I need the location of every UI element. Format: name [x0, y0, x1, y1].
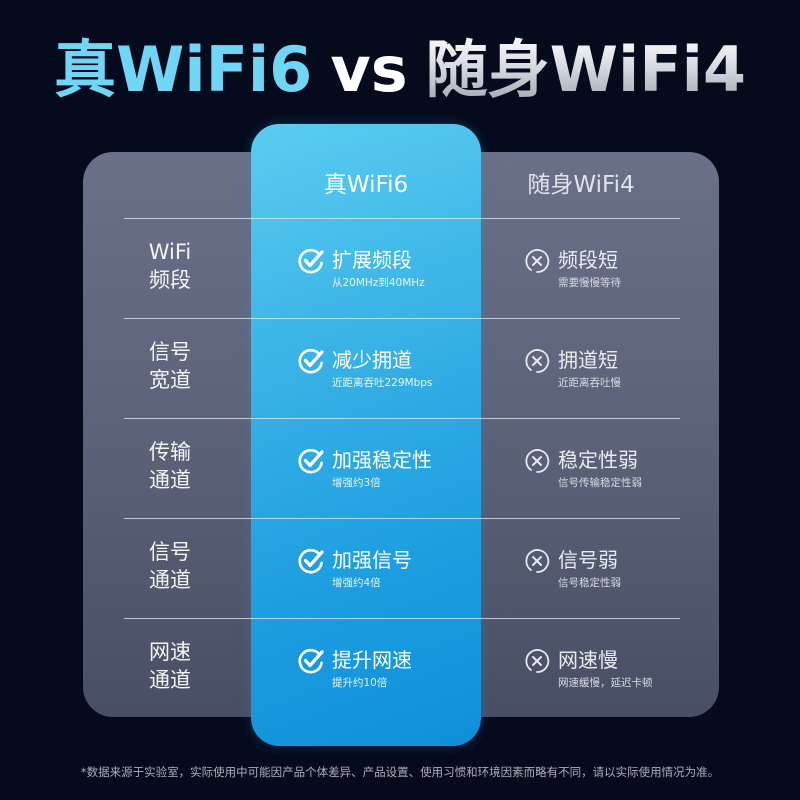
row-label: 传输 通道 [124, 438, 216, 494]
wifi6-feature-detail: 提升约10倍 [332, 677, 388, 689]
wifi4-feature-detail: 需要慢慢等待 [558, 277, 621, 289]
wifi6-feature-detail: 增强约4倍 [332, 577, 381, 589]
wifi4-feature-detail: 网速缓慢，延迟卡顿 [558, 677, 653, 689]
row-label: WiFi 频段 [124, 238, 216, 294]
comparison-row: 信号 宽道 减少拥道 近距离吞吐229Mbps 拥道短 近距离吞吐慢 [0, 318, 800, 418]
column-header-wifi6: 真WiFi6 [323, 172, 409, 198]
x-circle-icon [525, 649, 550, 673]
wifi6-feature-detail: 增强约3倍 [332, 477, 381, 489]
disclaimer-footnote: *数据来源于实验室，实际使用中可能因产品个体差异、产品设置、使用习惯和环境因素而… [80, 765, 720, 779]
wifi4-feature: 稳定性弱 [558, 448, 638, 472]
row-label-line1: 传输 [149, 440, 191, 464]
wifi6-cell: 减少拥道 近距离吞吐229Mbps [297, 346, 432, 391]
x-circle-icon [525, 349, 550, 373]
wifi4-cell: 频段短 需要慢慢等待 [523, 246, 621, 291]
row-divider [124, 318, 680, 319]
comparison-row: WiFi 频段 扩展频段 从20MHz到40MHz 频段短 需要慢慢等待 [0, 218, 800, 318]
wifi6-cell: 加强稳定性 增强约3倍 [297, 446, 432, 491]
wifi4-feature-detail: 近距离吞吐慢 [558, 377, 621, 389]
wifi6-feature: 减少拥道 [332, 348, 412, 372]
wifi6-cell: 加强信号 增强约4倍 [297, 546, 412, 591]
comparison-row: 传输 通道 加强稳定性 增强约3倍 稳定性弱 信号传输稳定性弱 [0, 418, 800, 518]
row-divider [124, 218, 680, 219]
comparison-row: 网速 通道 提升网速 提升约10倍 网速慢 网速缓慢，延迟卡顿 [0, 618, 800, 718]
wifi4-feature-detail: 信号稳定性弱 [558, 577, 621, 589]
row-label-line2: 通道 [149, 668, 191, 692]
wifi4-feature: 频段短 [558, 248, 618, 272]
x-circle-icon [525, 549, 550, 573]
check-circle-icon [298, 548, 324, 574]
row-label-line1: 信号 [149, 340, 191, 364]
row-label-line2: 频段 [149, 268, 191, 292]
wifi6-feature: 加强信号 [332, 548, 412, 572]
wifi4-cell: 稳定性弱 信号传输稳定性弱 [523, 446, 642, 491]
row-label-line1: WiFi [148, 240, 192, 264]
wifi6-feature-detail: 从20MHz到40MHz [332, 277, 425, 289]
check-circle-icon [298, 448, 324, 474]
title-vs: vs [330, 33, 408, 106]
column-header-wifi4: 随身WiFi4 [527, 172, 635, 198]
x-circle-icon [525, 449, 550, 473]
x-circle-icon [525, 249, 550, 273]
wifi6-feature: 加强稳定性 [332, 448, 432, 472]
row-label: 信号 通道 [124, 538, 216, 594]
wifi6-feature-detail: 近距离吞吐229Mbps [332, 377, 433, 389]
wifi4-feature: 拥道短 [558, 348, 618, 372]
row-label-line1: 网速 [149, 640, 191, 664]
wifi6-highlight-column [251, 124, 481, 746]
row-divider [124, 518, 680, 519]
row-label: 网速 通道 [124, 638, 216, 694]
row-label-line2: 宽道 [149, 368, 191, 392]
check-circle-icon [298, 648, 324, 674]
row-divider [124, 418, 680, 419]
title-wifi6: 真WiFi6 [53, 33, 313, 106]
check-circle-icon [298, 248, 324, 274]
row-label-line1: 信号 [149, 540, 191, 564]
wifi6-feature: 提升网速 [332, 648, 412, 672]
row-label-line2: 通道 [149, 568, 191, 592]
check-circle-icon [298, 348, 324, 374]
wifi4-cell: 信号弱 信号稳定性弱 [523, 546, 621, 591]
wifi4-cell: 拥道短 近距离吞吐慢 [523, 346, 621, 391]
row-label-line2: 通道 [149, 468, 191, 492]
wifi6-cell: 扩展频段 从20MHz到40MHz [297, 246, 425, 291]
row-divider [124, 618, 680, 619]
wifi4-feature-detail: 信号传输稳定性弱 [558, 477, 642, 489]
wifi6-feature: 扩展频段 [332, 248, 412, 272]
wifi4-feature: 网速慢 [558, 648, 618, 672]
row-label: 信号 宽道 [124, 338, 216, 394]
comparison-row: 信号 通道 加强信号 增强约4倍 信号弱 信号稳定性弱 [0, 518, 800, 618]
wifi4-cell: 网速慢 网速缓慢，延迟卡顿 [523, 646, 653, 691]
wifi6-cell: 提升网速 提升约10倍 [297, 646, 412, 691]
title-wifi4: 随身WiFi4 [425, 33, 747, 106]
wifi4-feature: 信号弱 [558, 548, 618, 572]
